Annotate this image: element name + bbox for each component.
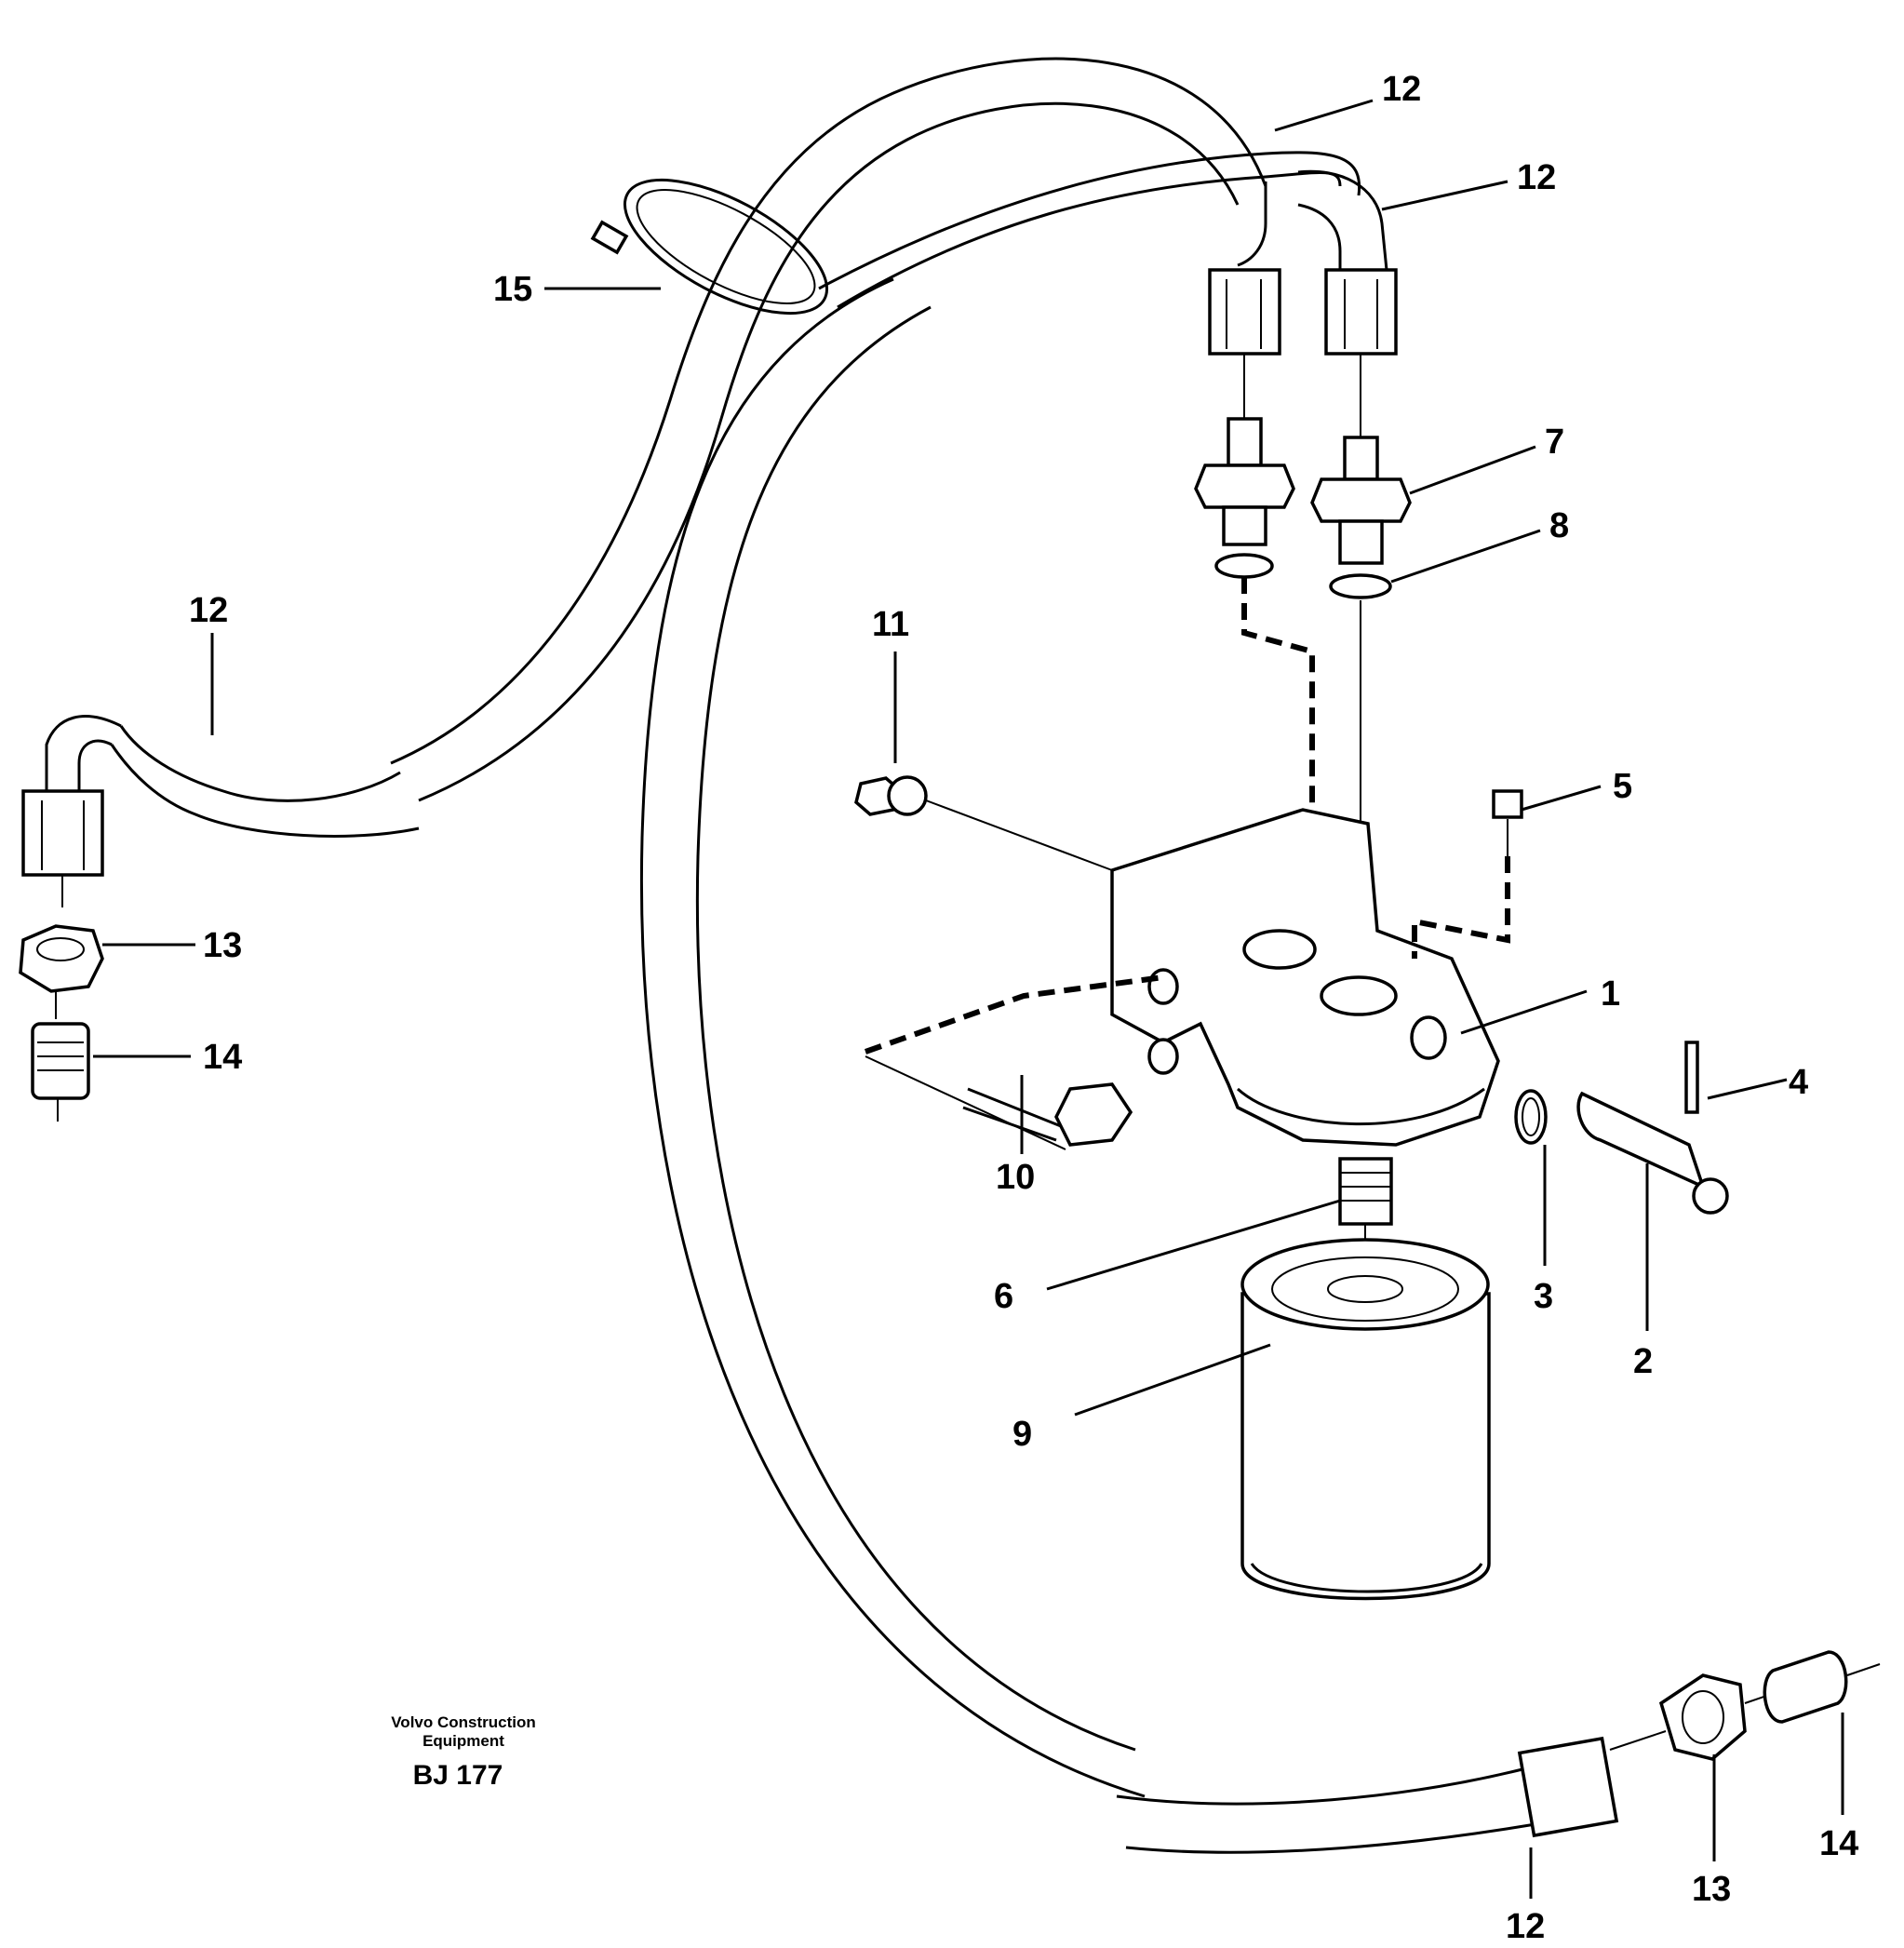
drawing-code: BJ 177 [413,1760,503,1791]
callout-12-top: 12 [1382,70,1421,109]
bolt [865,974,1164,1150]
nipple-fitting-right [1310,354,1412,940]
credit-line-2: Equipment [422,1732,504,1750]
callout-12-left: 12 [189,591,228,630]
callouts: 1 2 3 4 5 6 7 8 9 10 11 12 12 12 12 13 1… [189,70,1858,1946]
hose-elbow-left [1208,181,1281,356]
callout-8: 8 [1549,506,1569,545]
filter-head [1110,808,1500,1147]
callout-12-bottom: 12 [1506,1907,1545,1946]
hose-upper-loop [390,57,1267,1798]
callout-14-bottom: 14 [1819,1824,1858,1863]
callout-13-left: 13 [203,926,242,965]
callout-5: 5 [1613,767,1632,806]
roll-pin [1684,1041,1699,1114]
callout-15: 15 [493,270,532,309]
callout-10: 10 [996,1158,1035,1197]
union-nut-left [19,924,104,1019]
callout-6: 6 [994,1277,1013,1316]
adapter-bottom [1763,1650,1881,1724]
leader-lines [93,99,1844,1899]
adapter-left [31,1022,90,1122]
callout-2: 2 [1633,1342,1653,1381]
nut-washer [854,775,1113,871]
valve-sleeve [1576,1091,1729,1215]
credit-line-1: Volvo Construction [391,1713,536,1731]
callout-14-left: 14 [203,1038,242,1077]
callout-3: 3 [1534,1277,1553,1316]
nipple-fitting-left [1194,354,1315,893]
callout-4: 4 [1789,1063,1808,1102]
callout-1: 1 [1601,974,1620,1014]
hose-bottom [1116,1736,1619,1854]
callout-12-top-right: 12 [1517,158,1556,197]
hose-clamp [590,178,829,316]
hose-elbow-right [1297,169,1398,356]
union-nut-bottom [1609,1673,1778,1761]
callout-9: 9 [1012,1415,1032,1454]
callout-11: 11 [872,605,909,644]
callout-13-bottom: 13 [1692,1870,1731,1909]
o-ring [1514,1089,1548,1145]
callout-7: 7 [1545,423,1564,462]
small-screw [1412,789,1523,959]
hose-left [21,715,420,907]
oil-filter [1240,1238,1491,1601]
credit-block: Volvo Construction Equipment BJ 177 [391,1713,536,1791]
